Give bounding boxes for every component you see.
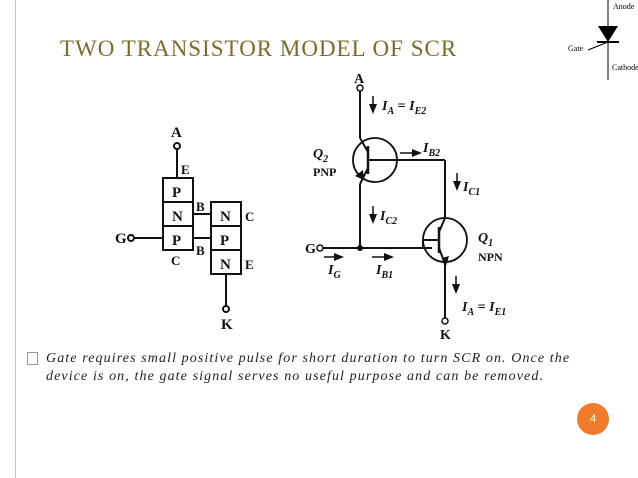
transistor-anode-label: A (354, 72, 365, 87)
ia-top-arrow-icon (369, 104, 377, 114)
bullet-text: Gate requires small positive pulse for s… (46, 351, 571, 384)
cathode-terminal (441, 317, 449, 325)
ic2-label: IC2 (379, 209, 397, 227)
ia-bottom-label: IA = IE1 (461, 300, 506, 318)
layer-right-n1: N (220, 209, 231, 225)
two-transistor-diagram: A E P N P C B B N P N C E G K A G K Q2 P… (115, 72, 506, 342)
ib2-arrow-icon (412, 149, 422, 157)
ig-arrow-icon (334, 253, 344, 261)
layer-cathode-terminal (222, 305, 230, 313)
q1-emitter-arrow-icon (442, 256, 449, 266)
q2-emitter-arrow-icon (355, 170, 364, 180)
current-arrows (324, 96, 461, 294)
q2-label: Q2 (313, 147, 328, 165)
scr-cathode-label: Cathode (612, 63, 638, 72)
scr-diode-triangle-icon (598, 26, 618, 42)
layer-right-p: P (220, 233, 229, 249)
layer-anode-terminal (173, 142, 181, 150)
layer-left-p1: P (172, 185, 181, 201)
layer-left-n: N (172, 209, 183, 225)
ic1-arrow-icon (453, 181, 461, 191)
gate-terminal (316, 244, 324, 252)
layer-gate-terminal (127, 234, 135, 242)
layer-right-bottom-label: E (245, 257, 254, 272)
slide-title: TWO TRANSISTOR MODEL OF SCR (60, 36, 458, 61)
ic1-label: IC1 (462, 180, 480, 198)
gate-junction-dot (357, 245, 363, 251)
layer-right-top-label: C (245, 209, 254, 224)
layer-right-n2: N (220, 257, 231, 273)
layer-right-mid-label: B (196, 243, 205, 258)
q1-label: Q1 (478, 231, 493, 249)
transistor-wiring (323, 91, 468, 318)
layer-anode-label: A (171, 125, 182, 141)
ig-label: IG (327, 263, 341, 281)
anode-terminal (356, 84, 364, 92)
transistor-cathode-label: K (440, 328, 451, 342)
layer-gate-label: G (115, 231, 127, 247)
ia-bottom-arrow-icon (452, 284, 460, 294)
ia-top-label: IA = IE2 (381, 99, 426, 117)
page-number-badge: 4 (577, 403, 609, 435)
transistor-gate-label: G (305, 242, 316, 257)
scr-gate-label: Gate (568, 44, 584, 53)
scr-gate-lead (587, 41, 609, 51)
layer-left-top-label: E (181, 162, 190, 177)
layer-left-bottom-label: C (171, 253, 180, 268)
ib1-label: IB1 (375, 263, 393, 281)
ib2-label: IB2 (422, 141, 440, 159)
q1-type-label: NPN (478, 250, 503, 264)
scr-symbol: Anode Gate Cathode (568, 0, 638, 80)
ic2-arrow-icon (369, 214, 377, 224)
ib1-arrow-icon (384, 253, 394, 261)
layer-left-p2: P (172, 233, 181, 249)
layer-cathode-label: K (221, 317, 233, 333)
layer-model (127, 142, 242, 313)
scr-anode-label: Anode (613, 2, 635, 11)
left-border-line (15, 0, 16, 478)
square-bullet-icon (27, 352, 38, 365)
q2-transistor-body (352, 137, 398, 183)
layer-left-mid-label: B (196, 199, 205, 214)
q2-type-label: PNP (313, 165, 336, 179)
